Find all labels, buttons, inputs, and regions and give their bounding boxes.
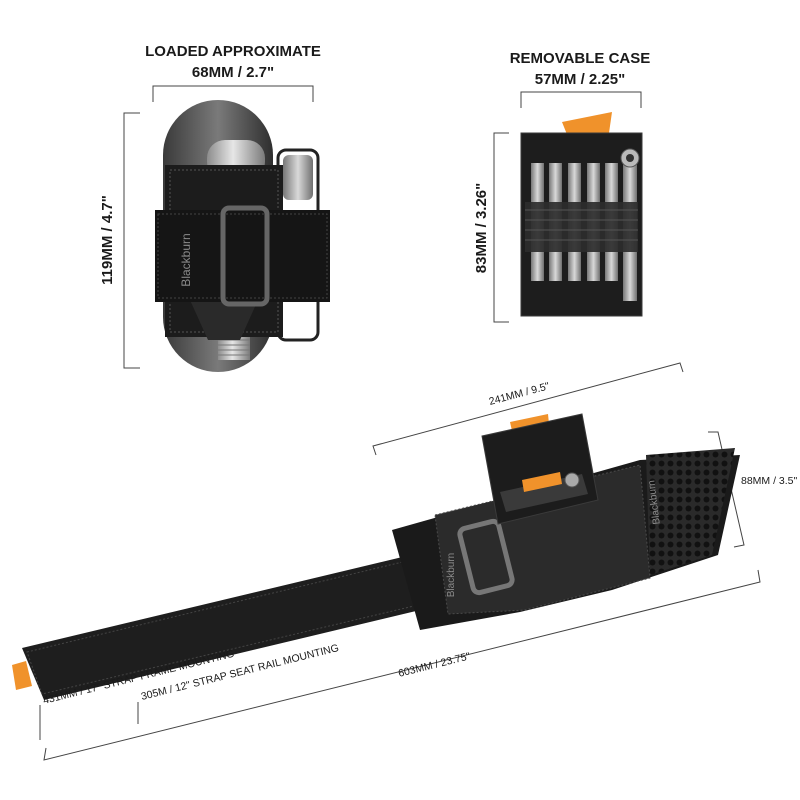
strap-buckle-bottom: [457, 518, 515, 596]
side-tool: [283, 155, 313, 200]
case-width-label: 57MM / 2.25": [535, 71, 625, 88]
case-height-dimension-line: [493, 132, 509, 323]
loaded-width-dimension-line: [152, 85, 314, 102]
strap-brand-text: Blackburn: [446, 553, 457, 597]
strap-end-tab: [12, 661, 32, 690]
case-height-label: 83MM / 3.26": [473, 183, 490, 273]
total-length-dimension-line: [43, 569, 761, 761]
strap-buckle: [220, 205, 270, 307]
loaded-assembly-group: LOADED APPROXIMATE 68MM / 2.7" 119MM / 4…: [99, 43, 330, 372]
pouch-bottom-flap: [190, 300, 258, 340]
brand-logo-text: Blackburn: [179, 233, 193, 286]
total-length-label: 603MM / 23.75": [397, 650, 472, 680]
loaded-height-label: 119MM / 4.7": [99, 195, 116, 285]
pouch-strap: [155, 210, 330, 302]
loaded-title: LOADED APPROXIMATE: [145, 43, 321, 60]
strap-inner-panel: [434, 464, 651, 615]
case-width-dimension-line-bottom: [372, 362, 684, 456]
case-height-label-bottom: 88MM / 3.5": [741, 475, 798, 487]
loaded-height-dimension-line: [123, 112, 140, 369]
long-strap: [22, 548, 462, 700]
mini-case-orange-label: [522, 472, 562, 492]
grip-pad: [646, 448, 735, 575]
removable-case-group: REMOVABLE CASE 57MM / 2.25" 83MM / 3.26": [473, 50, 651, 323]
mini-wrench-ring: [564, 472, 580, 488]
loaded-width-label: 68MM / 2.7": [192, 64, 274, 81]
case-title: REMOVABLE CASE: [510, 50, 651, 67]
strap-assembly-group: 241MM / 9.5" 88MM / 3.5" Blackburn Black…: [12, 362, 798, 761]
strap-brand-text-2: Blackburn: [646, 480, 662, 525]
case-width-dimension-line: [520, 91, 642, 108]
case-width-label-bottom: 241MM / 9.5": [488, 380, 551, 408]
